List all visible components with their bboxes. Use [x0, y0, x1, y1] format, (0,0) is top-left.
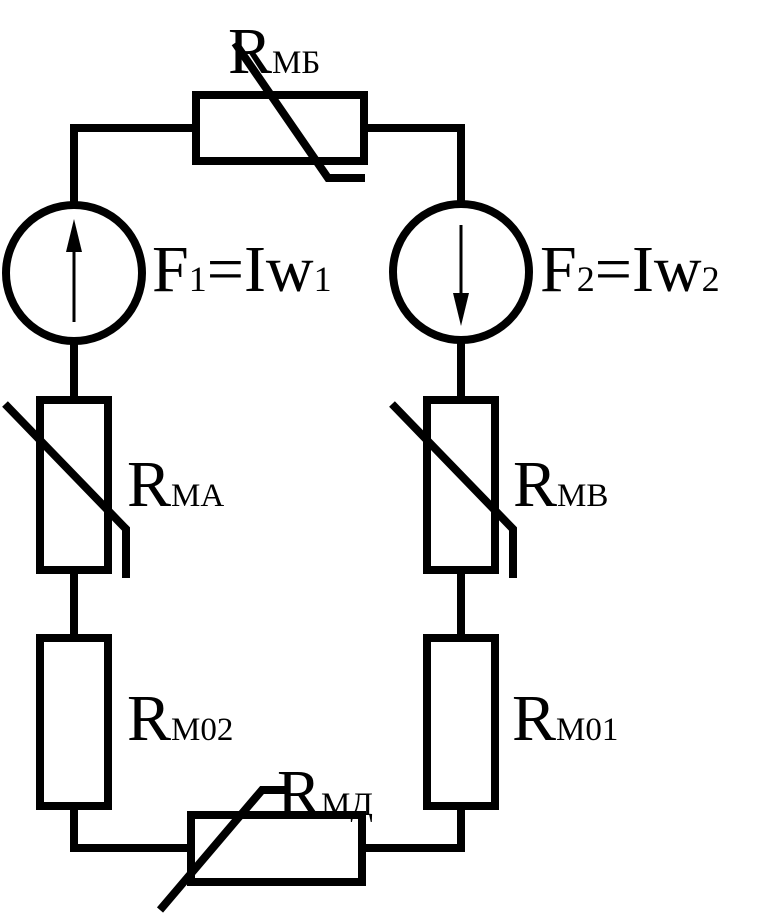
label-r-mb: RМБ: [228, 15, 320, 88]
resistor-r-md: [156, 786, 366, 913]
wire-top-left: [70, 124, 196, 206]
resistor-r-mb: [192, 40, 368, 182]
label-r-m02: RМ02: [127, 682, 233, 755]
wire-bottom-right: [362, 806, 465, 852]
label-f2: F2=Iw2: [540, 233, 720, 306]
label-r-ma: RМА: [127, 448, 224, 521]
resistor-r-ma: [2, 396, 130, 578]
wire-bottom-left: [70, 806, 191, 852]
resistor-r-m02: [36, 634, 112, 810]
mmf-source-f2: [389, 200, 533, 344]
mmf-source-f1: [2, 201, 146, 345]
wire-top-right: [364, 124, 465, 205]
resistor-r-mv: [389, 396, 517, 578]
label-r-mv: RМВ: [513, 448, 608, 521]
label-f1: F1=Iw1: [152, 233, 332, 306]
label-r-md: RМД: [277, 757, 373, 830]
resistor-r-m01: [423, 634, 499, 810]
label-r-m01: RМ01: [512, 682, 618, 755]
